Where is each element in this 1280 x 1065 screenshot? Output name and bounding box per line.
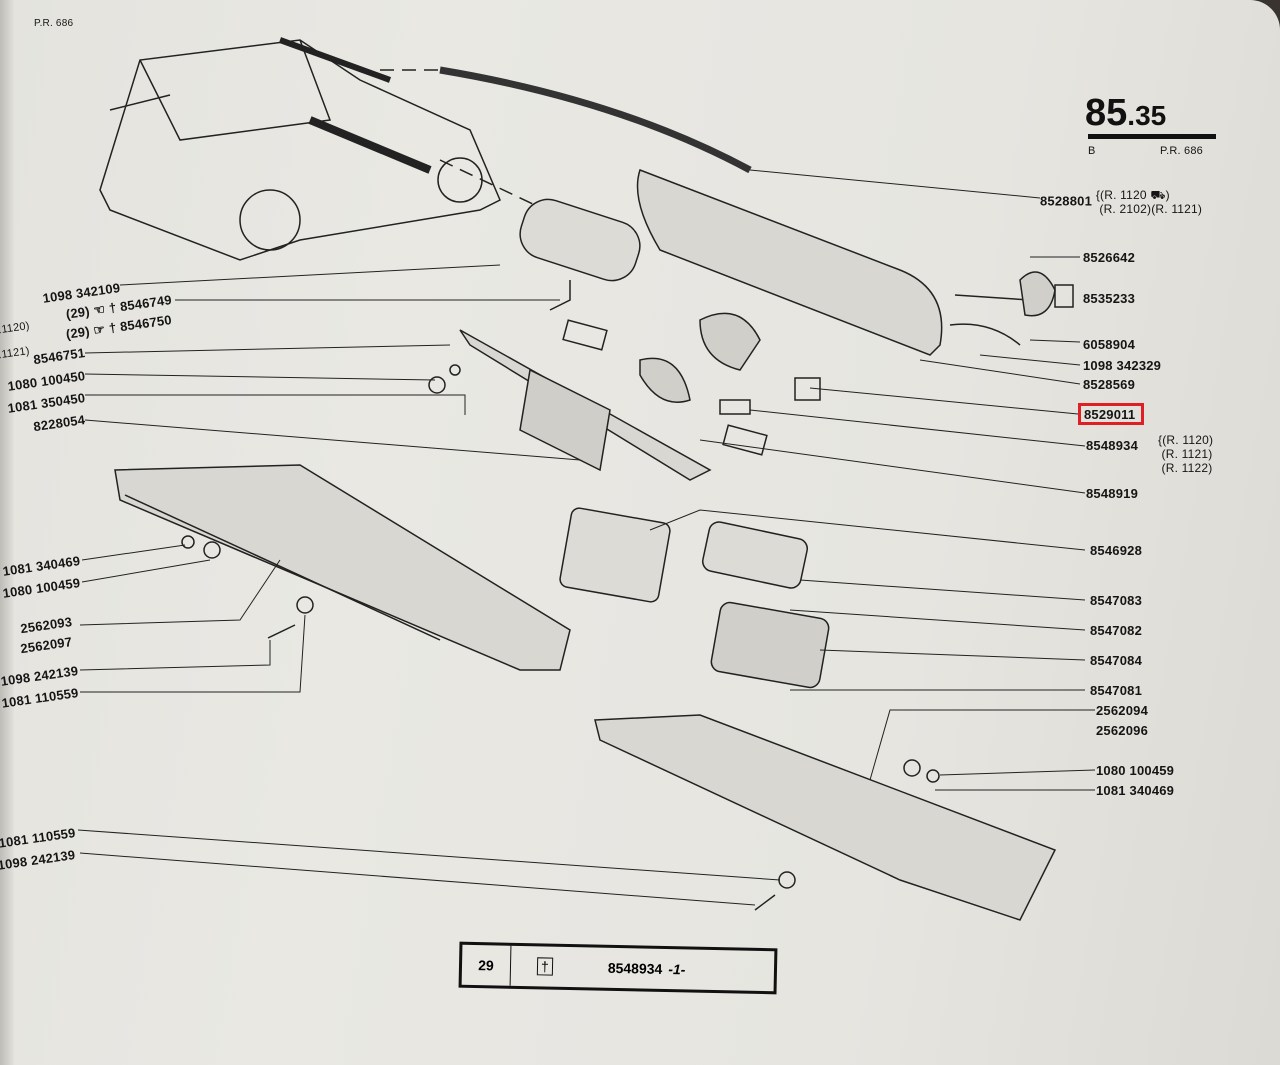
part-code: 8547081 — [1090, 683, 1143, 698]
part-code: 8547084 — [1090, 653, 1143, 668]
part-code: 8547082 — [1090, 623, 1143, 638]
note: (R. 1120) — [1162, 433, 1214, 447]
page-number-bar — [1088, 134, 1216, 139]
note: (R. 2102)(R. 1121) — [1099, 202, 1203, 216]
part-code: 8548919 — [1086, 486, 1139, 501]
model-notes: {(R. 1120) (R. 1121) (R. 1122) — [1158, 433, 1214, 475]
top-left-pr: P.R. 686 — [34, 18, 74, 29]
dagger-symbol-icon: † — [536, 957, 553, 976]
footer-reference-box: 29 † 8548934 -1- — [458, 941, 778, 995]
highlight-box — [1078, 403, 1144, 425]
footer-ref: 29 — [461, 944, 512, 986]
note: (R. 1122) — [1161, 461, 1213, 475]
car-outline — [99, 39, 501, 261]
part-code: 8526642 — [1083, 250, 1136, 265]
part-code: 1098 342329 — [1083, 358, 1162, 373]
roof-trim — [439, 66, 752, 174]
part-code: 8528801 — [1040, 193, 1093, 209]
book-spine — [0, 0, 14, 1065]
part-code: 2562096 — [1096, 723, 1149, 738]
part-8528801: 8528801 {(R. 1120 ⛟) (R. 2102)(R. 1121) — [1040, 188, 1203, 216]
page-sub: 35 — [1135, 100, 1167, 131]
part-code: 1081 340469 — [1096, 783, 1175, 798]
footer-suffix: -1- — [668, 961, 686, 978]
rear-mirror — [519, 198, 641, 282]
part-code: 8546928 — [1090, 543, 1143, 558]
part-code-highlighted: 8529011 — [1084, 407, 1136, 422]
part-code: 8548934 — [1086, 438, 1139, 453]
interior-lamp — [559, 507, 671, 603]
part-code: 1080 100459 — [1096, 763, 1175, 778]
page-number: 85.35 — [1085, 92, 1167, 134]
page-letter: B — [1088, 145, 1096, 157]
note: (R. 1120 ⛟) — [1100, 188, 1170, 202]
page-pr: P.R. 686 — [1160, 145, 1203, 157]
left-parcel-shelf — [114, 464, 571, 671]
page-main: 85 — [1085, 92, 1128, 134]
sun-visor — [636, 169, 943, 356]
note: (R. 1121) — [1161, 447, 1213, 461]
footer-code: 8548934 — [607, 959, 663, 977]
part-code: 6058904 — [1083, 337, 1136, 352]
part-code: 8535233 — [1083, 291, 1136, 306]
part-code: 2562094 — [1096, 703, 1149, 718]
right-parcel-shelf — [594, 714, 1057, 921]
part-code: 8547083 — [1090, 593, 1143, 608]
part-code: 8528569 — [1083, 377, 1136, 392]
